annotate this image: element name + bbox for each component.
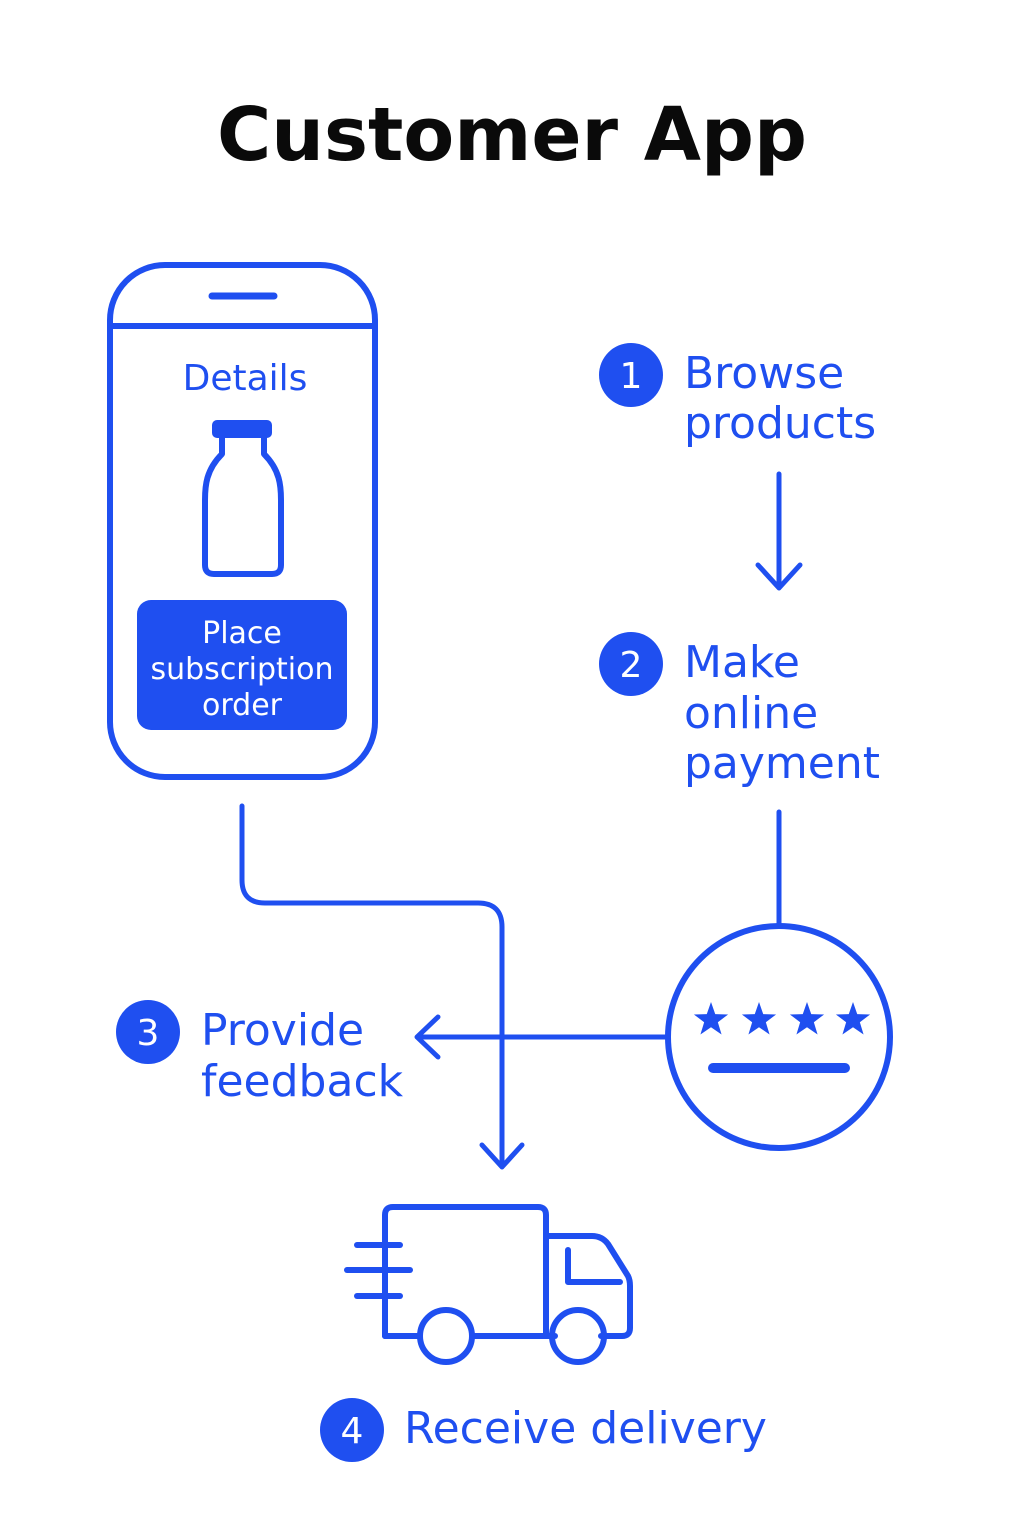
star-icon [789, 1002, 825, 1035]
milk-bottle-icon [202, 420, 284, 577]
step-number-badge [116, 1000, 180, 1064]
step-label-line: feedback [201, 1056, 404, 1107]
step-label-line: payment [684, 738, 880, 789]
star-icon [741, 1002, 777, 1035]
step-number-badge [599, 343, 663, 407]
star-icon [835, 1002, 871, 1035]
star-icon [693, 1002, 729, 1035]
step-1-browse-products: 1 Browse products [599, 343, 876, 449]
place-subscription-order-button[interactable]: Place subscription order [137, 600, 347, 730]
arrow-down-icon [239, 803, 525, 1170]
button-label-line: subscription [151, 652, 334, 687]
step-number: 1 [620, 356, 643, 397]
step-number-badge [320, 1398, 384, 1462]
step-label-line: Provide [201, 1005, 364, 1056]
step-number: 2 [620, 645, 643, 686]
arrow-down-icon [755, 471, 803, 591]
step-2-make-online-payment: 2 Make online payment [599, 632, 880, 789]
step-number: 3 [137, 1013, 160, 1054]
step-label-line: Make [684, 637, 800, 688]
step-label-line: online [684, 688, 818, 739]
rating-stars-icon [665, 923, 893, 1151]
delivery-truck-icon [344, 1204, 633, 1365]
step-label-line: Browse [684, 348, 844, 399]
step-number: 4 [341, 1411, 364, 1452]
phone-screen-heading: Details [183, 358, 308, 399]
step-number-badge [599, 632, 663, 696]
step-3-provide-feedback: 3 Provide feedback [116, 1000, 404, 1107]
button-label-line: order [202, 688, 283, 723]
step-label-line: products [684, 398, 876, 449]
button-label-line: Place [202, 616, 282, 651]
step-4-receive-delivery: 4 Receive delivery [320, 1398, 767, 1462]
step-label-line: Receive delivery [404, 1403, 767, 1454]
smartphone-icon [107, 262, 378, 780]
arrow-left-icon [414, 1014, 671, 1060]
page-title: Customer App [216, 92, 807, 178]
